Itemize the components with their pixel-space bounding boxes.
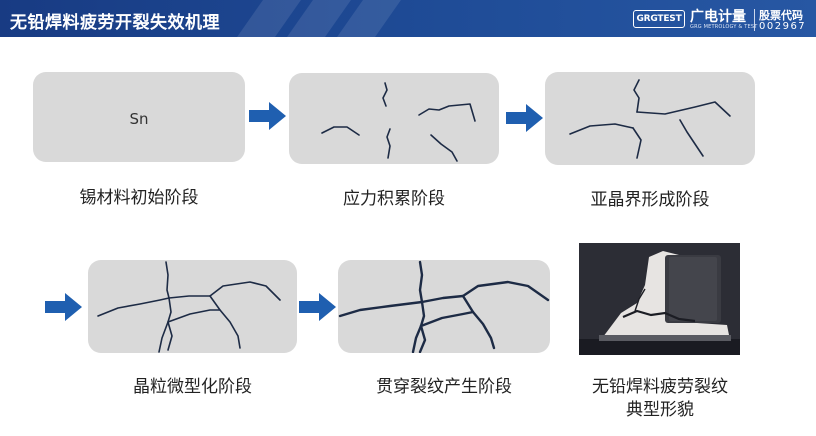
crack-line — [636, 101, 731, 117]
brand-name-english: GRG METROLOGY & TEST — [690, 24, 758, 30]
header-divider — [754, 9, 755, 31]
crack-line — [461, 280, 550, 302]
crack-morphology-caption-line1: 无铅焊料疲劳裂纹 — [592, 377, 728, 397]
crack-line — [97, 297, 170, 317]
brand-name: 广电计量 — [690, 9, 746, 25]
page-title: 无铅焊料疲劳开裂失效机理 — [10, 13, 220, 33]
stage-initial-tin-caption: 锡材料初始阶段 — [79, 188, 199, 208]
stage-grain-miniaturization-caption: 晶粒微型化阶段 — [133, 377, 252, 397]
crack-line — [633, 79, 640, 113]
stage-through-crack-caption: 贯穿裂纹产生阶段 — [376, 377, 512, 397]
crack-line — [167, 297, 173, 351]
stage-stress-accumulation-box — [289, 73, 499, 164]
crack-line — [165, 261, 170, 299]
crack-line — [418, 103, 476, 122]
crack-line — [168, 295, 211, 299]
tin-label: Sn — [129, 110, 149, 128]
crack-line — [158, 321, 169, 353]
crack-line — [418, 260, 424, 304]
arrow-right-icon — [299, 293, 336, 321]
arrow-right-icon — [249, 102, 286, 130]
stage-subgrain-formation-caption: 亚晶界形成阶段 — [590, 190, 710, 210]
crack-line — [632, 127, 642, 159]
stock-code-value: 002967 — [759, 21, 807, 32]
crack-line — [321, 126, 360, 136]
crack-line — [461, 294, 496, 350]
crack-line — [420, 294, 465, 304]
crack-morphology-caption-line2: 典型形貌 — [626, 400, 694, 420]
crack-morphology-photo — [579, 243, 740, 355]
crack-line — [411, 324, 423, 353]
crack-line — [338, 300, 424, 318]
stock-code-label: 股票代码 — [759, 9, 803, 22]
stage-grain-miniaturization-box — [88, 260, 297, 353]
crack-line — [209, 281, 281, 301]
crack-line — [430, 134, 458, 162]
company-logo: GRGTEST — [633, 10, 685, 28]
stage-stress-accumulation-caption: 应力积累阶段 — [343, 189, 445, 209]
stage-subgrain-formation-box — [545, 72, 755, 165]
crack-line — [167, 309, 221, 323]
crack-line — [382, 82, 388, 107]
crack-line — [209, 295, 241, 349]
arrow-right-icon — [506, 104, 543, 132]
crack-micrograph-image — [579, 243, 740, 355]
arrow-right-icon — [45, 293, 82, 321]
crack-line — [419, 310, 475, 328]
stage-through-crack-box — [338, 260, 550, 353]
header-bar: 无铅焊料疲劳开裂失效机理 GRGTEST 广电计量 GRG METROLOGY … — [0, 0, 816, 37]
crack-line — [679, 119, 704, 157]
stage-initial-tin-box: Sn — [33, 72, 245, 162]
crack-line — [386, 128, 391, 159]
crack-line — [569, 123, 634, 135]
